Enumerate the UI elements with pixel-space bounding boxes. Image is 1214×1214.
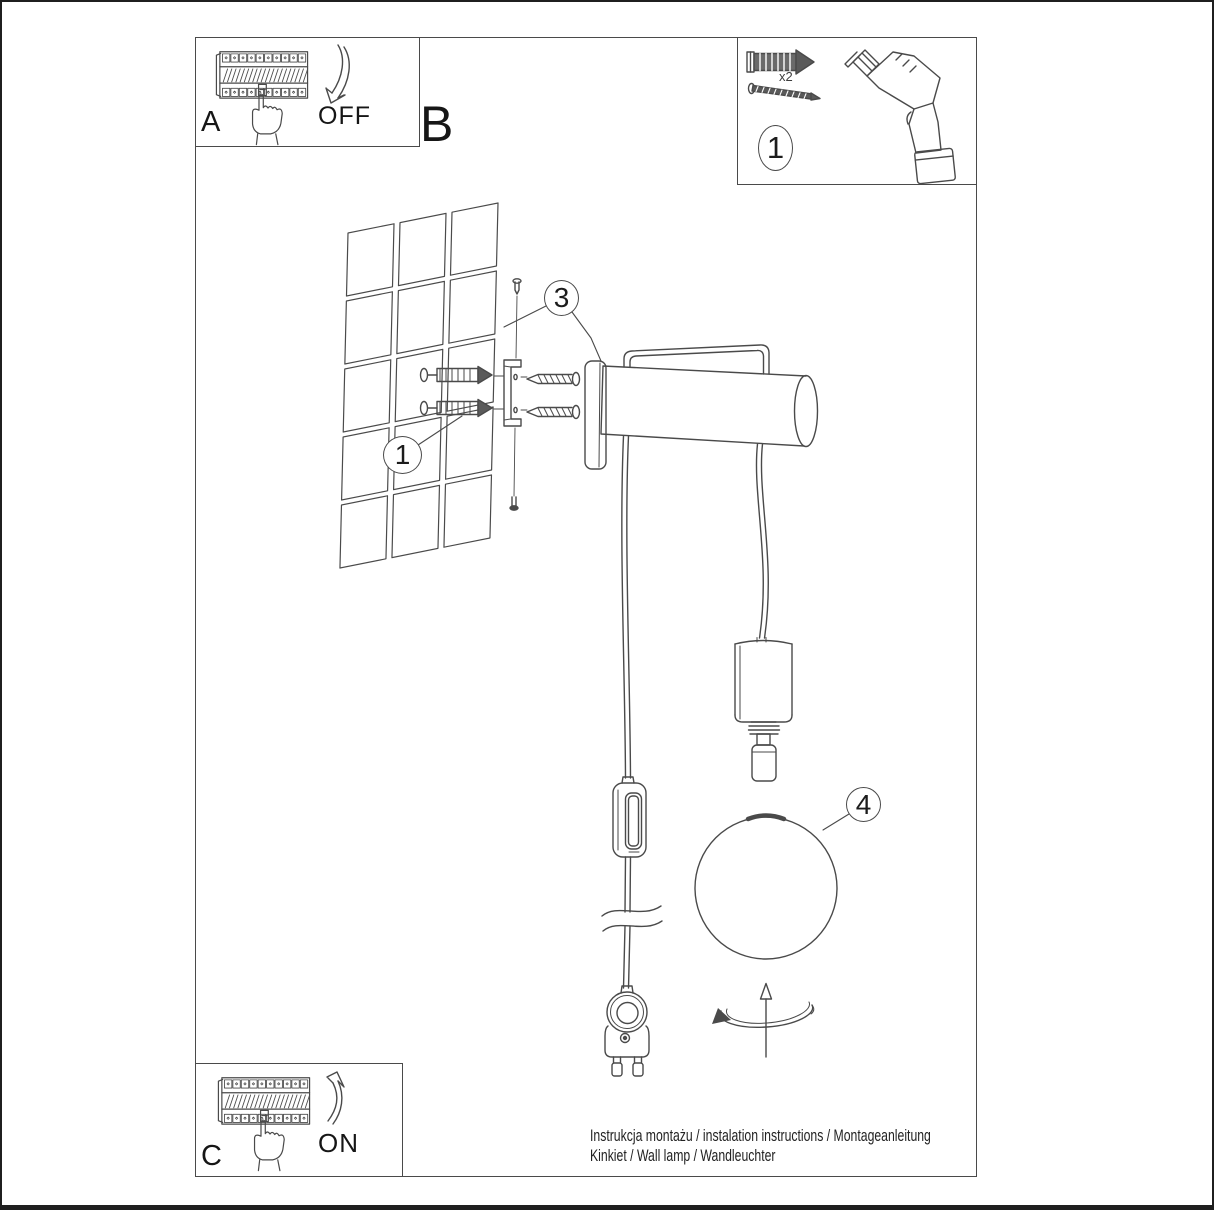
cord-break-icon [601, 905, 663, 932]
step-c-box [195, 1063, 403, 1177]
tiled-wall-icon [339, 202, 499, 569]
cord-switch-icon [612, 776, 647, 858]
drill-icon [844, 49, 956, 185]
on-arrow-icon [326, 1071, 345, 1125]
euro-plug-icon [604, 985, 650, 1077]
wall-anchor-icon [746, 49, 815, 75]
power-cord [755, 443, 769, 639]
callout-wall-anchor-1: 1 [383, 436, 422, 474]
on-label: ON [318, 1128, 359, 1158]
power-cord [621, 435, 632, 989]
step-a-label: A [201, 106, 221, 138]
rotation-arrow-icon [712, 982, 815, 1058]
off-arrow-icon [325, 44, 350, 104]
off-label: OFF [318, 102, 371, 130]
step-a-box [195, 37, 420, 147]
step-b-label: B [420, 96, 454, 152]
main-frame [195, 37, 977, 1177]
wall-anchor-icon [419, 365, 505, 418]
lamp-socket-icon [734, 637, 793, 782]
callout-bulb-4: 4 [846, 787, 881, 822]
toolbox-panel [737, 37, 977, 185]
leader-lines [417, 305, 850, 831]
glass-bulb-icon [694, 813, 838, 960]
step-c-label: C [201, 1140, 222, 1172]
callout-bracket-3: 3 [544, 280, 579, 316]
screw-icon [747, 82, 821, 101]
mounting-screw-icon [526, 371, 581, 420]
mounting-bracket-icon [503, 278, 528, 511]
footer-line-2: Kinkiet / Wall lamp / Wandleuchter [590, 1145, 776, 1165]
wall-lamp-roller-icon [584, 344, 819, 470]
footer-line-1: Instrukcja montażu / instalation instruc… [590, 1126, 931, 1145]
anchor-quantity-label: x2 [779, 69, 793, 84]
footer-text: Instrukcja montażu / instalation instruc… [590, 1126, 931, 1165]
callout-toolbox-1: 1 [758, 125, 793, 171]
